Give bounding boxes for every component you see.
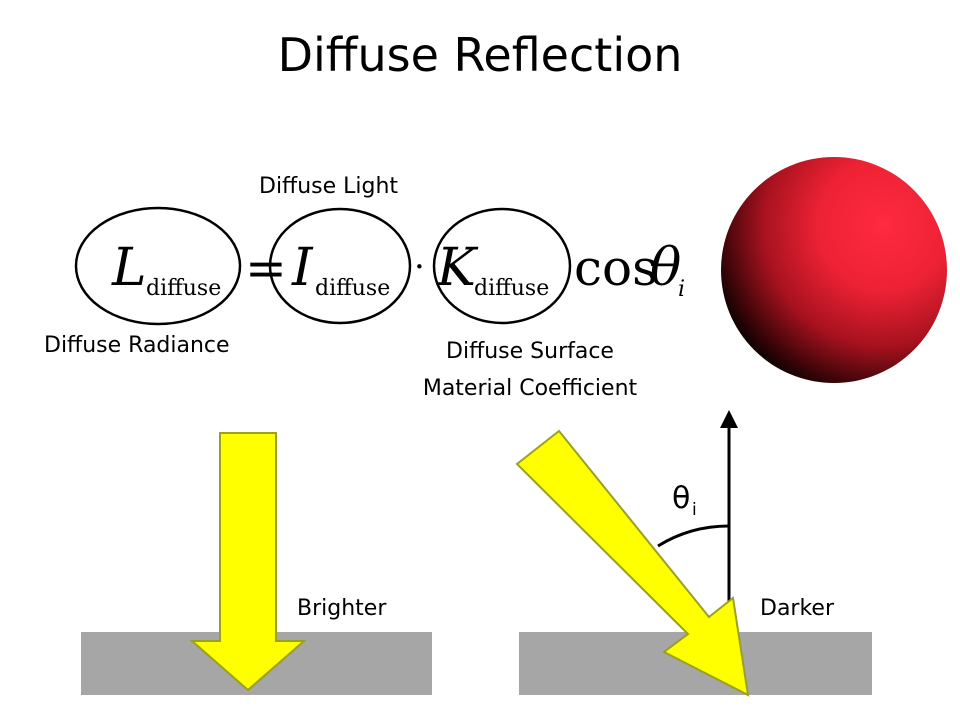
slide-title: Diffuse Reflection — [277, 28, 683, 82]
red-sphere — [721, 157, 947, 383]
theta-subscript: i — [678, 277, 685, 302]
equals-sign: = — [245, 239, 287, 297]
material-label-line2: Material Coefficient — [422, 376, 638, 401]
diffuse-radiance-label: Diffuse Radiance — [44, 333, 230, 358]
material-subscript: diffuse — [474, 276, 549, 301]
slanted-light-arrow — [515, 429, 750, 697]
lhs-subscript: diffuse — [146, 276, 221, 301]
lhs-symbol: L — [111, 238, 147, 298]
darker-label: Darker — [760, 596, 835, 621]
multiply-dot: · — [414, 247, 425, 287]
material-symbol: K — [436, 238, 479, 298]
theta-symbol: θ — [650, 238, 681, 298]
material-label-line1: Diffuse Surface — [446, 339, 614, 364]
radiance-oval — [74, 206, 242, 326]
angle-theta: θ — [672, 481, 690, 516]
brighter-label: Brighter — [297, 596, 387, 621]
material-coefficient-label: Diffuse Surface Material Coefficient — [390, 333, 670, 407]
light-oval — [268, 207, 412, 325]
material-oval — [432, 207, 572, 325]
light-symbol: I — [291, 238, 314, 298]
straight-light-arrow — [189, 432, 307, 692]
diffuse-light-label: Diffuse Light — [259, 174, 399, 199]
angle-arc — [657, 524, 730, 548]
light-subscript: diffuse — [315, 276, 390, 301]
normal-arrowhead — [720, 410, 738, 428]
angle-subscript: i — [692, 500, 697, 520]
cos-function: cos — [574, 239, 658, 297]
